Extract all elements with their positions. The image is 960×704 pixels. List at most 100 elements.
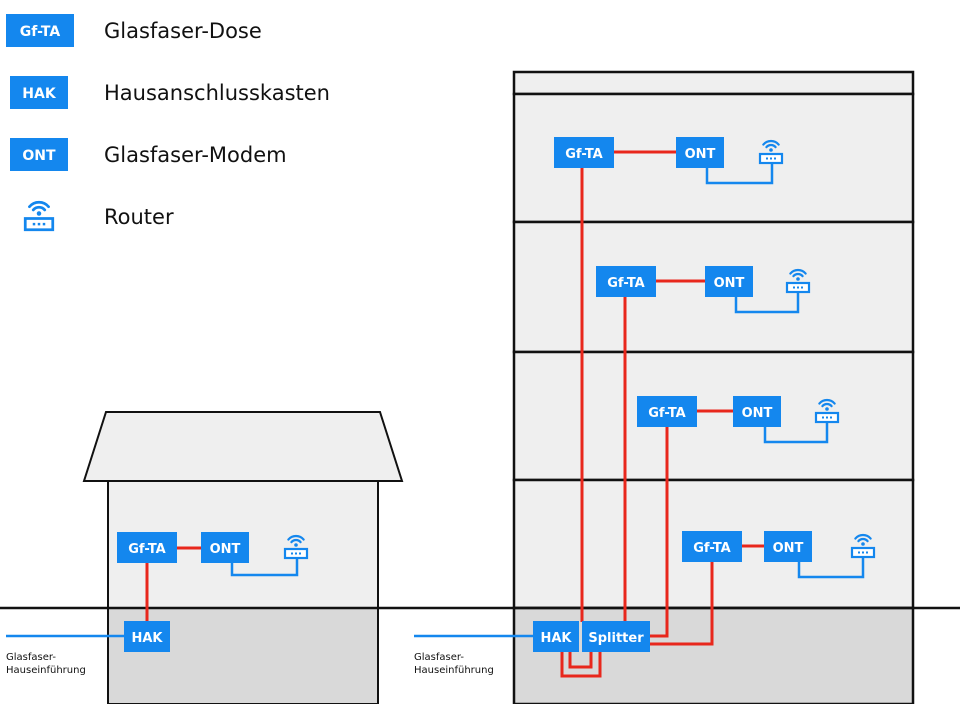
wifi-dot-icon xyxy=(861,542,865,546)
fiber-lines xyxy=(145,150,764,678)
legend-item-router: Router xyxy=(23,200,174,232)
wifi-arc-icon xyxy=(31,205,47,212)
hak-label: HAK xyxy=(131,631,163,646)
gfta-box: Gf-TA xyxy=(682,531,742,562)
wifi-dot-icon xyxy=(825,407,829,411)
ont-router-link xyxy=(734,292,800,314)
wifi-arc-icon xyxy=(792,272,804,278)
wifi-arc-icon xyxy=(28,200,50,209)
gfta-label: Gf-TA xyxy=(648,406,686,421)
router-led-icon xyxy=(37,222,41,226)
gfta-label: Gf-TA xyxy=(607,276,645,291)
legend-label-router: Router xyxy=(104,205,174,229)
entry-label-apartment: Glasfaser- Hauseinführung xyxy=(414,652,494,676)
router-led-icon xyxy=(830,416,832,419)
gfta-box: Gf-TA xyxy=(637,396,697,427)
ont-router-link xyxy=(705,163,774,185)
entry-label-line2: Hauseinführung xyxy=(6,665,86,676)
legend-item-gfta: Gf-TA Glasfaser-Dose xyxy=(6,14,262,47)
hak-badge xyxy=(10,76,68,109)
ont-label: ONT xyxy=(742,406,773,421)
entry-label-line1: Glasfaser- xyxy=(6,652,56,663)
ont-router-link xyxy=(797,557,865,579)
ont-badge-label: ONT xyxy=(22,148,56,164)
router-icon xyxy=(758,139,784,165)
wifi-dot-icon xyxy=(36,211,42,216)
ont-label: ONT xyxy=(773,541,804,556)
entry-label-small-house: Glasfaser- Hauseinführung xyxy=(6,652,86,676)
router-led-icon xyxy=(858,551,860,554)
ont-badge xyxy=(10,138,68,171)
ont-router-link xyxy=(763,422,829,444)
wifi-arc-icon xyxy=(854,533,872,540)
wifi-arc-icon xyxy=(789,268,807,275)
fiber-line xyxy=(568,651,593,669)
devices: Gf-TA ONT HAK Gf-TA ONT Gf-TA ONT xyxy=(117,137,876,652)
fiber-line xyxy=(650,562,714,646)
gfta-box: Gf-TA xyxy=(117,532,177,563)
hak-box: HAK xyxy=(124,621,170,652)
router-led-icon xyxy=(774,157,776,160)
router-led-icon xyxy=(32,222,36,226)
splitter-label: Splitter xyxy=(588,631,644,646)
legend-item-ont: ONT Glasfaser-Modem xyxy=(10,138,287,171)
router-led-icon xyxy=(866,551,868,554)
gfta-badge-label: Gf-TA xyxy=(20,24,61,40)
gfta-badge xyxy=(6,14,74,47)
legend-label-ont: Glasfaser-Modem xyxy=(104,143,287,167)
wifi-arc-icon xyxy=(290,538,302,544)
wifi-dot-icon xyxy=(796,277,800,281)
router-led-icon xyxy=(295,552,297,555)
router-icon xyxy=(850,533,876,559)
router-led-icon xyxy=(770,157,772,160)
gfta-label: Gf-TA xyxy=(693,541,731,556)
ont-label: ONT xyxy=(685,147,716,162)
legend-item-hak: HAK Hausanschlusskasten xyxy=(10,76,330,109)
router-led-icon xyxy=(801,286,803,289)
wifi-arc-icon xyxy=(765,143,777,149)
router-icon xyxy=(814,398,840,424)
wifi-arc-icon xyxy=(857,537,869,543)
router-led-icon xyxy=(42,222,46,226)
ont-box: ONT xyxy=(733,396,781,427)
wifi-dot-icon xyxy=(294,543,298,547)
ont-label: ONT xyxy=(714,276,745,291)
splitter-box: Splitter xyxy=(582,621,650,652)
wifi-arc-icon xyxy=(287,534,305,541)
ont-box: ONT xyxy=(201,532,249,563)
router-led-icon xyxy=(862,551,864,554)
ont-box: ONT xyxy=(705,266,753,297)
gfta-box: Gf-TA xyxy=(554,137,614,168)
hak-badge-label: HAK xyxy=(22,86,57,102)
house-roof xyxy=(82,411,404,482)
hak-box: HAK xyxy=(533,621,579,652)
router-led-icon xyxy=(822,416,824,419)
router-led-icon xyxy=(291,552,293,555)
floor-2 xyxy=(512,350,915,482)
wifi-arc-icon xyxy=(762,139,780,146)
wifi-arc-icon xyxy=(818,398,836,405)
wifi-arc-icon xyxy=(821,402,833,408)
building-top-cap xyxy=(512,70,915,96)
ont-box: ONT xyxy=(764,531,812,562)
entry-label-line2: Hauseinführung xyxy=(414,665,494,676)
entry-label-line1: Glasfaser- xyxy=(414,652,464,663)
legend-label-hak: Hausanschlusskasten xyxy=(104,81,330,105)
gfta-label: Gf-TA xyxy=(565,147,603,162)
data-lines xyxy=(6,163,865,638)
router-led-icon xyxy=(793,286,795,289)
hak-label: HAK xyxy=(540,631,572,646)
router-icon xyxy=(23,200,55,232)
gfta-box: Gf-TA xyxy=(596,266,656,297)
ont-router-link xyxy=(230,557,299,577)
legend-label-gfta: Glasfaser-Dose xyxy=(104,19,262,43)
ont-box: ONT xyxy=(676,137,724,168)
fiber-line xyxy=(650,427,669,638)
gfta-label: Gf-TA xyxy=(128,542,166,557)
router-led-icon xyxy=(766,157,768,160)
router-led-icon xyxy=(797,286,799,289)
router-led-icon xyxy=(826,416,828,419)
wifi-dot-icon xyxy=(769,148,773,152)
fiber-line xyxy=(560,651,602,678)
